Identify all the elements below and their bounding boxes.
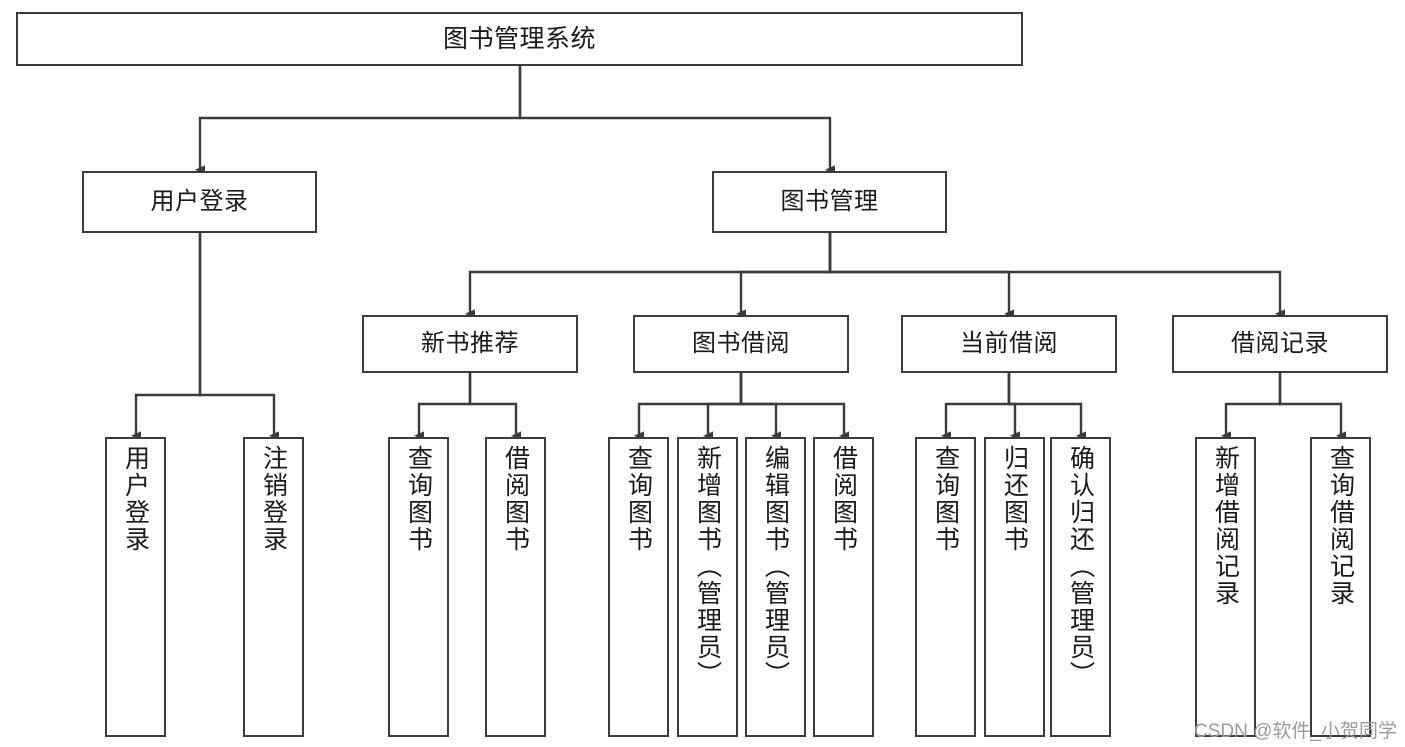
node-leaf-query-borrow-record[interactable]: 查询借阅记录 xyxy=(1310,437,1371,737)
node-leaf-query-book-borrow[interactable]: 查询图书 xyxy=(608,437,669,737)
node-leaf-add-book[interactable]: 新增图书（管理员） xyxy=(677,437,738,737)
node-label-leaf-return-book: 归还图书 xyxy=(1000,445,1029,553)
node-leaf-confirm-return[interactable]: 确认归还（管理员） xyxy=(1050,437,1111,737)
node-label-new-book-recommend: 新书推荐 xyxy=(421,330,519,358)
node-label-leaf-borrow-book: 借阅图书 xyxy=(829,445,858,553)
connector-book-management-to-current-borrow xyxy=(828,233,1014,319)
node-root[interactable]: 图书管理系统 xyxy=(16,12,1023,66)
connector-book-borrow-to-leaf-borrow-book xyxy=(739,373,849,441)
connector-book-borrow-to-leaf-add-book xyxy=(703,373,743,441)
node-new-book-recommend[interactable]: 新书推荐 xyxy=(362,315,578,373)
node-leaf-borrow-book[interactable]: 借阅图书 xyxy=(813,437,874,737)
connector-borrow-record-to-leaf-query-borrow-record xyxy=(1278,373,1346,441)
connector-book-borrow-to-leaf-edit-book xyxy=(739,373,781,441)
node-label-leaf-query-book-current: 查询图书 xyxy=(931,445,960,553)
node-label-leaf-query-book-recommend: 查询图书 xyxy=(404,445,433,553)
node-label-leaf-query-borrow-record: 查询借阅记录 xyxy=(1326,445,1355,607)
connector-borrow-record-to-leaf-add-borrow-record xyxy=(1221,373,1282,441)
connector-new-book-recommend-to-leaf-borrow-book-recommend xyxy=(468,373,521,441)
connector-book-management-to-book-borrow xyxy=(736,233,832,319)
node-leaf-return-book[interactable]: 归还图书 xyxy=(984,437,1045,737)
node-user-login[interactable]: 用户登录 xyxy=(82,171,317,233)
watermark-text: CSDN @软件_小贺同学 xyxy=(1194,721,1397,742)
node-label-leaf-user-logout: 注销登录 xyxy=(259,445,288,553)
node-label-leaf-add-book: 新增图书（管理员） xyxy=(693,445,722,688)
node-leaf-edit-book[interactable]: 编辑图书（管理员） xyxy=(745,437,806,737)
node-leaf-user-login[interactable]: 用户登录 xyxy=(105,437,166,737)
node-label-leaf-borrow-book-recommend: 借阅图书 xyxy=(501,445,530,553)
connector-user-login-to-leaf-user-logout xyxy=(198,233,279,441)
connector-current-borrow-to-leaf-query-book-current xyxy=(941,373,1011,441)
node-label-leaf-add-borrow-record: 新增借阅记录 xyxy=(1211,445,1240,607)
connector-root-to-book-management xyxy=(518,66,835,175)
node-label-leaf-query-book-borrow: 查询图书 xyxy=(624,445,653,553)
node-label-leaf-confirm-return: 确认归还（管理员） xyxy=(1066,445,1095,688)
node-leaf-add-borrow-record[interactable]: 新增借阅记录 xyxy=(1195,437,1256,737)
node-leaf-query-book-recommend[interactable]: 查询图书 xyxy=(388,437,449,737)
connector-root-to-user-login xyxy=(195,66,522,175)
node-label-user-login: 用户登录 xyxy=(150,188,249,216)
node-label-leaf-user-login: 用户登录 xyxy=(121,445,150,553)
node-label-current-borrow: 当前借阅 xyxy=(960,330,1058,358)
node-label-leaf-edit-book: 编辑图书（管理员） xyxy=(761,445,790,688)
node-borrow-record[interactable]: 借阅记录 xyxy=(1172,315,1388,373)
node-label-book-management: 图书管理 xyxy=(780,188,879,216)
node-book-borrow[interactable]: 图书借阅 xyxy=(633,315,849,373)
node-leaf-query-book-current[interactable]: 查询图书 xyxy=(915,437,976,737)
node-label-borrow-record: 借阅记录 xyxy=(1231,330,1329,358)
node-book-management[interactable]: 图书管理 xyxy=(712,171,947,233)
connector-current-borrow-to-leaf-return-book xyxy=(1007,373,1020,441)
connector-book-management-to-borrow-record xyxy=(828,233,1285,319)
connector-user-login-to-leaf-user-login xyxy=(131,233,202,441)
connector-current-borrow-to-leaf-confirm-return xyxy=(1007,373,1086,441)
connector-book-management-to-new-book-recommend xyxy=(465,233,832,319)
connector-new-book-recommend-to-leaf-query-book-recommend xyxy=(414,373,472,441)
node-label-root: 图书管理系统 xyxy=(442,24,596,53)
node-current-borrow[interactable]: 当前借阅 xyxy=(901,315,1117,373)
connector-book-borrow-to-leaf-query-book-borrow xyxy=(634,373,743,441)
node-label-book-borrow: 图书借阅 xyxy=(692,330,790,358)
node-leaf-user-logout[interactable]: 注销登录 xyxy=(243,437,304,737)
node-leaf-borrow-book-recommend[interactable]: 借阅图书 xyxy=(485,437,546,737)
